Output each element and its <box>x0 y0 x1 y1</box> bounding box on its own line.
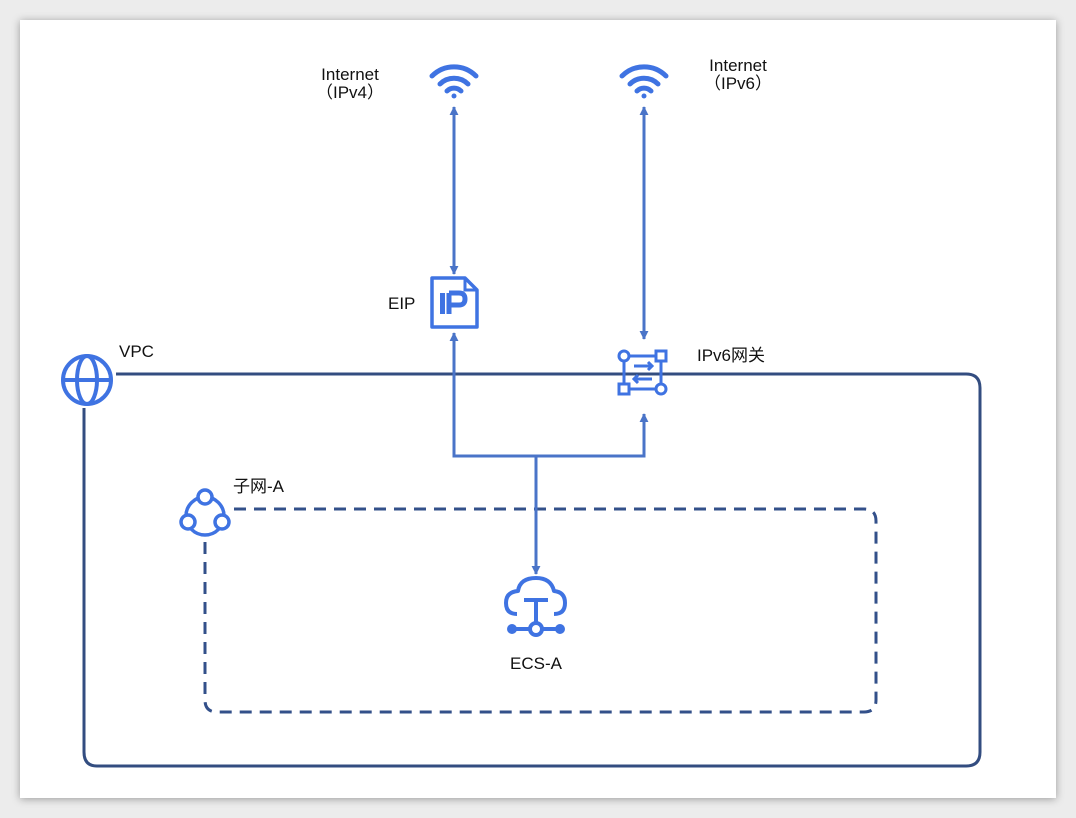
internet-ipv6-line2: （IPv6） <box>703 74 773 93</box>
globe-icon <box>61 354 113 406</box>
ipv6-gateway-label: IPv6网关 <box>697 346 766 365</box>
subnet-label: 子网-A <box>233 477 284 496</box>
wifi-icon <box>619 64 669 99</box>
cloud-server-icon <box>504 576 567 637</box>
vpc-label: VPC <box>119 342 154 361</box>
ip-document-icon <box>430 276 479 329</box>
internet-ipv4-line2: （IPv4） <box>315 83 385 102</box>
internet-ipv6-line1: Internet <box>709 56 767 75</box>
ecs-to-gateway-link <box>536 413 649 458</box>
subnet-boundary <box>203 507 878 714</box>
gateway-icon <box>617 349 668 396</box>
ecs-to-eip-link <box>449 332 536 458</box>
internet-ipv4-line1: Internet <box>321 65 379 84</box>
internet-ipv6-label: Internet （IPv6） <box>688 57 788 93</box>
diagram-canvas <box>20 20 1056 798</box>
eip-label: EIP <box>388 294 416 313</box>
subnet-icon <box>179 488 231 537</box>
wifi-icon <box>429 64 479 99</box>
ecs-label: ECS-A <box>510 654 562 673</box>
internet-ipv4-label: Internet （IPv4） <box>300 66 400 102</box>
vpc-boundary <box>82 372 982 768</box>
